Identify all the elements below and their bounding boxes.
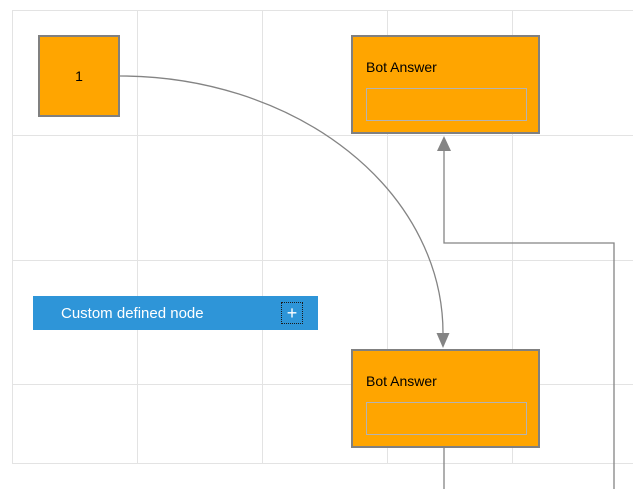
- answer-field: [366, 88, 527, 121]
- add-port-button[interactable]: +: [281, 302, 303, 324]
- answer-field: [366, 402, 527, 435]
- arrowhead-up-icon: [437, 136, 451, 151]
- node-custom-label: Custom defined node: [61, 304, 204, 322]
- node-bot-answer-top[interactable]: Bot Answer: [351, 35, 540, 134]
- arrowhead-down-icon: [436, 333, 450, 348]
- node-title: Bot Answer: [366, 373, 437, 389]
- node-bot-answer-bottom[interactable]: Bot Answer: [351, 349, 540, 448]
- connector-bottom-bot-to-top-bot[interactable]: [437, 136, 615, 489]
- node-start-label: 1: [75, 68, 83, 84]
- plus-icon: +: [286, 303, 298, 323]
- connector-start-to-bottom-bot[interactable]: [119, 75, 450, 348]
- node-start[interactable]: 1: [38, 35, 120, 117]
- node-title: Bot Answer: [366, 59, 437, 75]
- node-custom-defined[interactable]: Custom defined node +: [33, 296, 318, 330]
